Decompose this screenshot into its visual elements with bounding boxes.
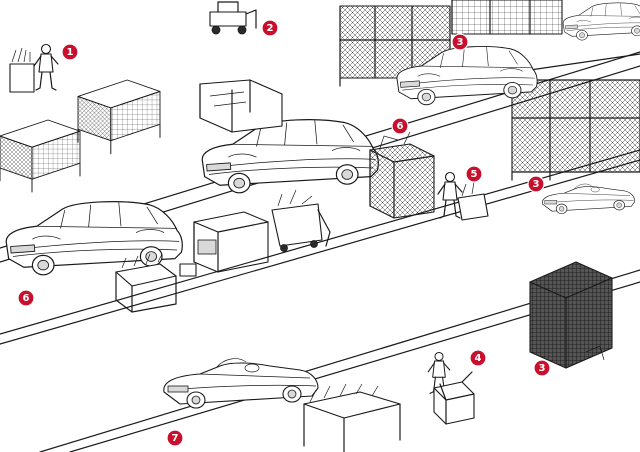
callout-badge-label: 6 (23, 293, 30, 304)
wire-cage (369, 131, 435, 219)
callout-badge-label: 1 (67, 47, 74, 58)
callout-badge-label: 3 (533, 179, 540, 190)
forklift (209, 1, 257, 35)
callout-badge-label: 2 (267, 23, 274, 34)
car-roadster-bottom (163, 358, 319, 409)
callout-badge-1: 1 (61, 43, 79, 61)
parts-rack-bottom (303, 383, 401, 452)
worker-station-5 (437, 171, 489, 221)
callout-badge-6: 6 (391, 117, 409, 135)
car-roadster-right (541, 183, 636, 214)
callout-badge-label: 5 (471, 169, 478, 180)
callout-badge-label: 7 (172, 433, 179, 444)
car-sedan-left (5, 201, 183, 276)
car-sedan-far (562, 2, 640, 41)
waste-bin (271, 189, 331, 252)
callout-badge-label: 6 (397, 121, 404, 132)
callout-badge-label: 4 (475, 353, 482, 364)
callout-badge-label: 3 (457, 37, 464, 48)
tire-rack (115, 253, 177, 313)
worker-station-4 (427, 351, 475, 425)
callout-badge-3: 3 (527, 175, 545, 193)
callout-badge-7: 7 (166, 429, 184, 447)
callout-badge-4: 4 (469, 349, 487, 367)
parts-bin-small (179, 263, 197, 277)
worker-station-1 (9, 43, 59, 93)
parts-rack-center (77, 79, 161, 155)
parts-trolley (199, 79, 283, 133)
parts-rack-left (0, 119, 81, 193)
callout-badge-5: 5 (465, 165, 483, 183)
frame-cart (193, 211, 269, 273)
callout-badge-6: 6 (17, 289, 35, 307)
callout-badge-label: 3 (539, 363, 546, 374)
packed-crate (529, 261, 613, 369)
callout-badge-3: 3 (451, 33, 469, 51)
callout-badge-3: 3 (533, 359, 551, 377)
warehouse-rack-right (511, 53, 640, 181)
callout-badges: 1 2 3 3 3 4 5 6 6 7 (17, 19, 551, 447)
callout-badge-2: 2 (261, 19, 279, 37)
